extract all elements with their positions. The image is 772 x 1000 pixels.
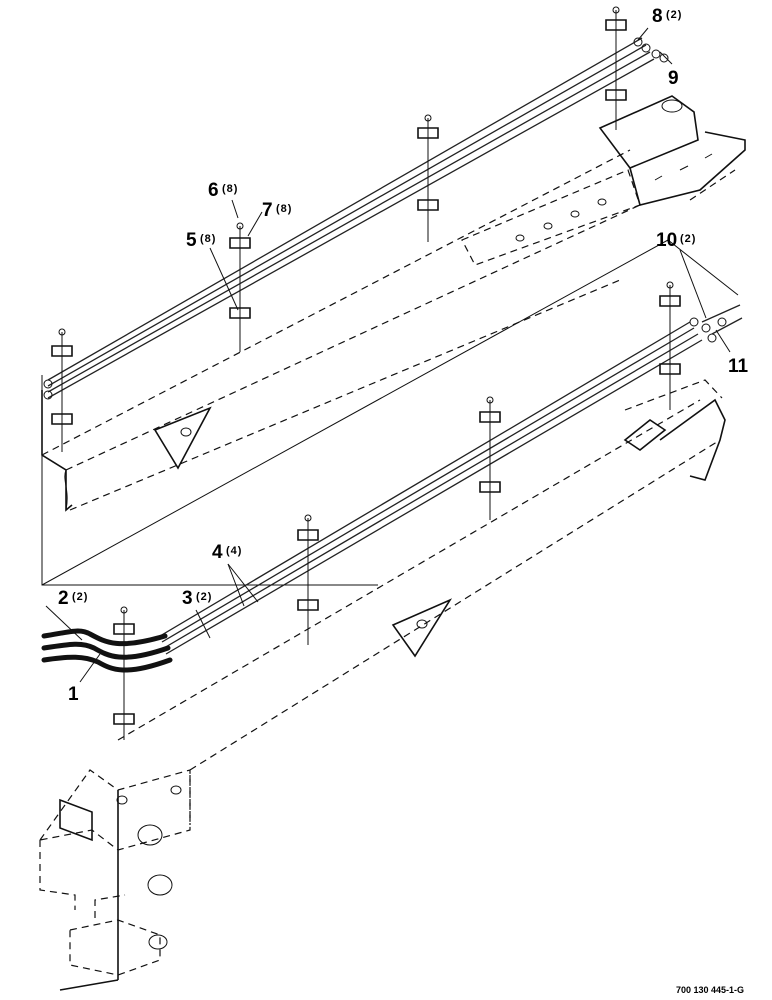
callout-5: 5 (8) bbox=[186, 230, 216, 251]
callout-7-number: 7 bbox=[262, 200, 273, 221]
callout-6: 6 (8) bbox=[208, 180, 238, 201]
clamp-lower-left bbox=[113, 606, 135, 740]
callout-4-number: 4 bbox=[212, 542, 223, 563]
drawing-number: 700 130 445-1-G bbox=[676, 985, 744, 995]
callout-6-number: 6 bbox=[208, 180, 219, 201]
clamp-upper-left bbox=[51, 328, 73, 452]
clamp-lower-left-mid bbox=[297, 514, 319, 645]
callout-2-number: 2 bbox=[58, 588, 69, 609]
leader-lines bbox=[45, 27, 731, 683]
callout-1-number: 1 bbox=[68, 684, 79, 705]
callout-7-qty: (8) bbox=[276, 203, 292, 215]
callout-10-number: 10 bbox=[656, 230, 677, 251]
clamp-upper-mid bbox=[417, 114, 439, 242]
clamp-lower-mid bbox=[479, 396, 501, 520]
callout-8: 8 (2) bbox=[652, 6, 682, 27]
callout-2-qty: (2) bbox=[72, 591, 88, 603]
clamp-upper-left-mid bbox=[229, 222, 251, 352]
callout-11-number: 11 bbox=[728, 356, 749, 377]
clamp-lower-right bbox=[659, 281, 681, 410]
callout-7: 7 (8) bbox=[262, 200, 292, 221]
callout-4: 4 (4) bbox=[212, 542, 242, 563]
callout-3-number: 3 bbox=[182, 588, 193, 609]
callout-11: 11 bbox=[728, 356, 749, 377]
callout-10: 10 (2) bbox=[656, 230, 696, 251]
upper-frame-assembly bbox=[41, 6, 746, 586]
callout-6-qty: (8) bbox=[222, 183, 238, 195]
callout-5-number: 5 bbox=[186, 230, 197, 251]
clamp-upper-right bbox=[605, 6, 627, 130]
callout-8-number: 8 bbox=[652, 6, 663, 27]
callout-4-qty: (4) bbox=[226, 545, 242, 557]
callout-3-qty: (2) bbox=[196, 591, 212, 603]
callout-5-qty: (8) bbox=[200, 233, 216, 245]
callout-2: 2 (2) bbox=[58, 588, 88, 609]
callout-1: 1 bbox=[68, 684, 79, 705]
callout-9: 9 bbox=[668, 68, 679, 89]
lower-frame-assembly bbox=[38, 239, 743, 991]
callout-10-qty: (2) bbox=[680, 233, 696, 245]
callout-9-number: 9 bbox=[668, 68, 679, 89]
callout-8-qty: (2) bbox=[666, 9, 682, 21]
callout-3: 3 (2) bbox=[182, 588, 212, 609]
